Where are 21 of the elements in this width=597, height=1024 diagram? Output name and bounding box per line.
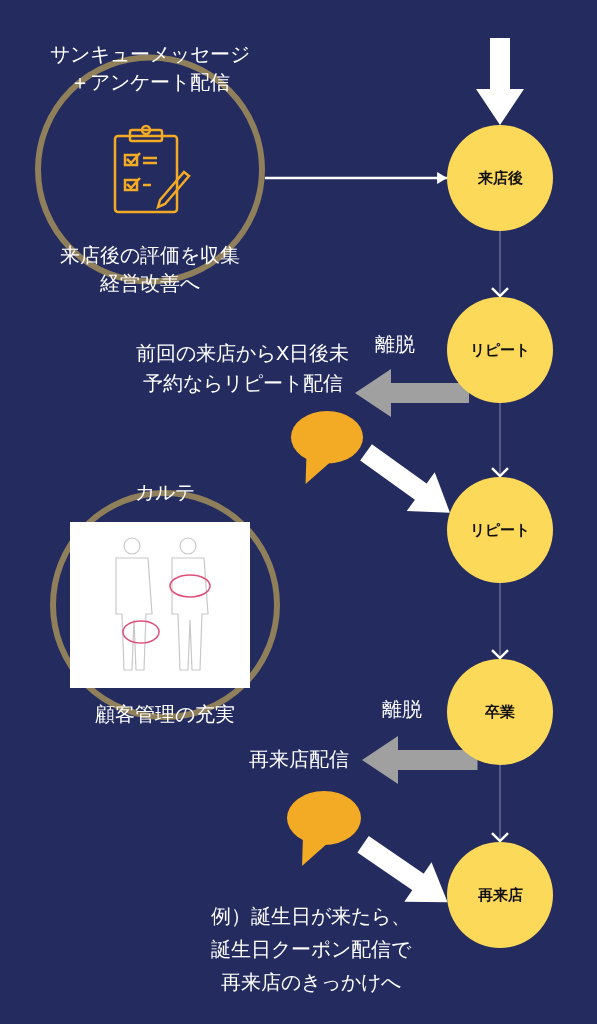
caption-text: 来店後の評価を収集経営改善へ <box>59 242 241 297</box>
stage-circle: 来店後 <box>447 125 553 231</box>
message-text: 再来店配信 <box>236 744 362 776</box>
arrow <box>362 736 478 784</box>
message-text: 前回の来店からX日後未予約ならリピート配信 <box>130 338 355 398</box>
speech-bubble-icon <box>288 410 366 486</box>
arrow <box>360 444 450 513</box>
stage-circle: リピート <box>447 477 553 583</box>
arrow <box>476 38 524 126</box>
arrow <box>355 369 469 417</box>
stage-circle: 卒業 <box>447 659 553 765</box>
chevron-arrow <box>490 230 510 298</box>
chevron-arrow <box>490 402 510 478</box>
arrow <box>357 835 448 903</box>
arrow <box>264 172 448 184</box>
speech-bubble-icon <box>285 790 363 868</box>
note-text: 例）誕生日が来たら、誕生日クーポン配信で再来店のきっかけへ <box>209 903 412 996</box>
chevron-arrow <box>490 582 510 660</box>
stage-circle: リピート <box>447 297 553 403</box>
stage-circle: 再来店 <box>447 842 553 948</box>
chevron-arrow <box>490 764 510 843</box>
